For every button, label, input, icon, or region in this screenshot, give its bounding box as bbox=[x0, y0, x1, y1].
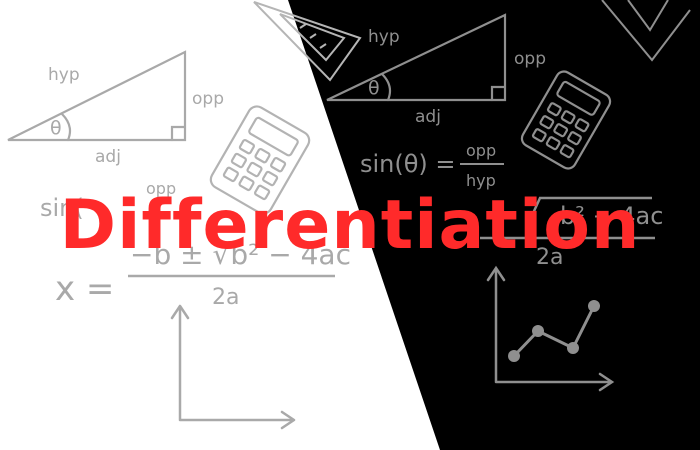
left-hyp-label: hyp bbox=[48, 65, 80, 85]
left-theta-label: θ bbox=[50, 117, 62, 139]
set-square-icon bbox=[253, 1, 362, 82]
line-graph-icon bbox=[486, 265, 615, 392]
left-triangle-diagram bbox=[7, 50, 187, 142]
right-sin-opp: opp bbox=[466, 141, 496, 160]
right-black-background bbox=[288, 0, 700, 450]
right-sqrt-sign bbox=[528, 196, 652, 221]
right-quad-denominator: 2a bbox=[536, 245, 563, 270]
left-sin-opp: opp bbox=[146, 179, 176, 198]
right-opp-label: opp bbox=[514, 49, 546, 69]
right-triangle-diagram bbox=[326, 13, 507, 102]
calculator-icon bbox=[209, 105, 311, 215]
axes-icon bbox=[170, 304, 296, 430]
quadratic-numerator: −b ± √b² − 4ac bbox=[130, 238, 351, 271]
right-sin-hyp: hyp bbox=[466, 171, 496, 190]
right-adj-label: adj bbox=[415, 107, 441, 127]
right-sin-formula: sin(θ) = bbox=[360, 150, 456, 178]
quadratic-denominator: 2a bbox=[212, 285, 239, 310]
left-adj-label: adj bbox=[95, 147, 121, 167]
right-theta-label: θ bbox=[368, 77, 380, 99]
right-set-square-icon bbox=[601, 0, 691, 62]
right-quad-fragment: b² − 4ac bbox=[560, 202, 663, 230]
right-hyp-label: hyp bbox=[368, 27, 400, 47]
quadratic-lhs: x = bbox=[55, 269, 114, 309]
title-text: Differentiation bbox=[59, 186, 641, 265]
right-calculator-icon bbox=[520, 70, 612, 170]
left-sin-formula: sin( bbox=[40, 194, 84, 222]
left-opp-label: opp bbox=[192, 89, 224, 109]
